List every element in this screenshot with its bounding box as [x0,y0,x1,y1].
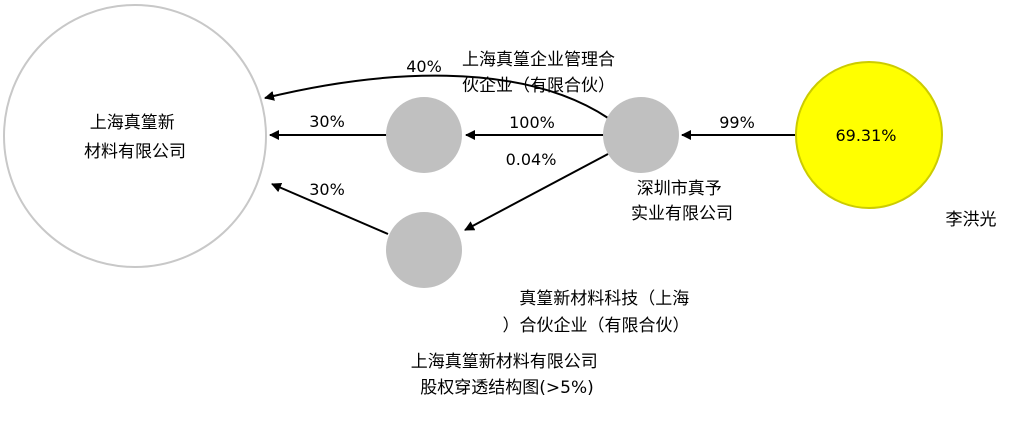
partnership-mgmt-label: 上海真篁企业管理合 伙企业（有限合伙） [462,50,620,96]
edge-label-shenzhen-to-mgmt: 100% [509,113,555,132]
edge-shenzhen-to-tech [464,153,609,231]
tech-partnership-label: 真篁新材料科技（上海 ）合伙企业（有限合伙） [503,289,695,336]
person-value-label: 69.31% [835,126,896,145]
person-node [795,61,943,209]
edge-label-shenzhen-to-target: 40% [406,57,442,76]
edge-tech-to-target [271,182,389,235]
shenzhen-company-node [603,97,679,173]
diagram-caption: 上海真篁新材料有限公司 股权穿透结构图(>5%) [411,352,603,398]
edge-label-person-to-shenzhen: 99% [719,113,755,132]
edge-label-tech-to-target: 30% [309,180,345,199]
edge-label-mgmt-to-target: 30% [309,112,345,131]
edge-label-shenzhen-to-tech: 0.04% [506,150,557,169]
person-name-label: 李洪光 [946,210,997,230]
tech-partnership-node [386,212,462,288]
partnership-mgmt-node [386,97,462,173]
target-company-label: 上海真篁新 材料有限公司 [84,113,186,162]
edge-shenzhen-to-target [264,74,609,119]
shenzhen-company-label: 深圳市真予 实业有限公司 [631,179,733,224]
target-company-node [3,4,267,268]
